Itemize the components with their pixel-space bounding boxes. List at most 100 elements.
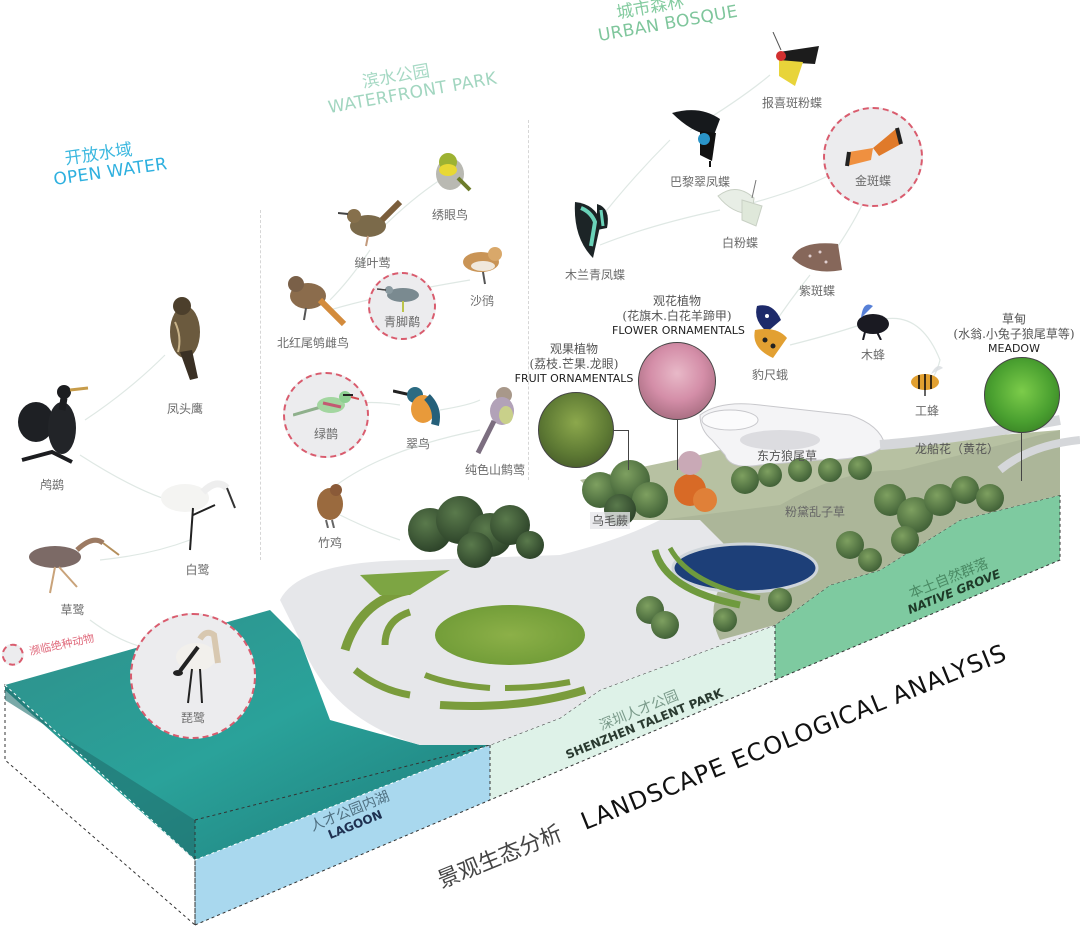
species-leopard-moth: 豹尺蛾: [740, 302, 800, 383]
meadow-leader-line: [1021, 433, 1022, 481]
meadow-photo: [984, 357, 1060, 433]
species-label: 工蜂: [914, 404, 939, 418]
cabbage-white-icon: [717, 179, 763, 227]
talent-park-side-face: [490, 625, 775, 800]
species-daurian-redstart: 北红尾鸲雌鸟: [268, 270, 358, 351]
species-label: 琵鹭: [180, 710, 205, 725]
plant-fruit-cn: 观果植物: [549, 342, 598, 356]
water-left-face: [4, 683, 196, 927]
plant-flower-cn: 观花植物: [652, 294, 701, 308]
species-label: 草鹭: [60, 603, 85, 617]
species-paris-peacock: 巴黎翠凤蝶: [655, 105, 745, 190]
species-label: 绣眼鸟: [431, 208, 468, 222]
species-label: 沙鸻: [469, 294, 494, 308]
paris-peacock-icon: [672, 110, 720, 167]
green-magpie-icon: [293, 390, 359, 416]
plain-tiger-icon: [845, 127, 903, 166]
species-label: 报喜斑粉蝶: [761, 96, 822, 110]
purple-heron-icon: [29, 537, 120, 594]
fruit-ornamentals-photo: [538, 392, 614, 468]
species-label: 缝叶莺: [354, 256, 391, 270]
map-label-yellow-ixora: 龙船花（黄花）: [915, 442, 1000, 456]
species-white-eye: 绣眼鸟: [420, 150, 480, 223]
lagoon-side-face: [195, 745, 490, 925]
endangered-legend-swatch-icon: [0, 641, 26, 668]
species-egret: 白鹭: [155, 470, 240, 578]
bamboo-partridge-icon: [317, 484, 343, 529]
species-label: 绿鹊: [313, 426, 338, 441]
crow-butterfly-icon: [792, 243, 842, 272]
plant-flower-detail: (花旗木.白花羊蹄甲): [622, 309, 732, 323]
jezebel-butterfly-icon: [772, 31, 819, 86]
crested-goshawk-icon: [170, 297, 200, 380]
species-greenshank-endangered: 青脚鹬: [368, 272, 436, 340]
map-label-pennisetum: 东方狼尾草: [757, 449, 818, 463]
tailorbird-icon: [337, 199, 402, 247]
zone-divider-1: [260, 210, 261, 560]
species-label: 金斑蝶: [854, 173, 891, 188]
species-label: 竹鸡: [317, 536, 342, 550]
plant-meadow-en: MEADOW: [988, 342, 1040, 355]
species-label: 青脚鹬: [383, 314, 420, 329]
egret-icon: [161, 480, 236, 551]
species-label: 紫斑蝶: [798, 284, 835, 298]
sand-plover-icon: [463, 247, 502, 285]
species-bamboo-partridge: 竹鸡: [305, 482, 355, 551]
honey-bee-icon: [911, 366, 943, 396]
plain-prinia-icon: [475, 387, 514, 455]
flower-leader-line: [677, 420, 678, 470]
tree-cluster-south: [636, 588, 792, 639]
species-green-magpie-endangered: 绿鹊: [283, 372, 369, 458]
plant-callout-fruit: 观果植物 (荔枝.芒果.龙眼) FRUIT ORNAMENTALS: [512, 342, 636, 386]
species-plain-prinia: 纯色山鹪莺: [455, 385, 535, 478]
fruit-leader-line-v: [628, 430, 629, 470]
fruit-leader-line: [614, 430, 628, 431]
species-label: 翠鸟: [405, 437, 430, 451]
species-label: 鸬鹚: [39, 478, 64, 492]
species-crested-goshawk: 凤头鹰: [150, 292, 220, 417]
map-label-bird-nest-fern: 乌毛蕨: [590, 512, 631, 529]
zone-divider-2: [528, 120, 529, 480]
tree-cluster-east: [836, 476, 1004, 572]
map-label-pink-muhly: 粉黛乱子草: [785, 505, 846, 519]
cormorant-icon: [18, 385, 89, 464]
species-plain-tiger-endangered: 金斑蝶: [823, 107, 923, 207]
spoonbill-icon: [173, 629, 221, 703]
species-tailorbird: 缝叶莺: [335, 198, 410, 271]
species-label: 木蜂: [860, 348, 885, 362]
species-label: 巴黎翠凤蝶: [669, 175, 730, 189]
species-honey-bee: 工蜂: [902, 362, 952, 419]
species-jezebel-butterfly: 报喜斑粉蝶: [752, 31, 832, 111]
species-spoonbill-endangered: 琵鹭: [130, 613, 256, 739]
leopard-moth-icon: [754, 305, 787, 358]
daurian-redstart-icon: [288, 276, 347, 327]
tailed-jay-icon: [574, 202, 608, 258]
greenshank-icon: [377, 285, 419, 312]
flower-ornamentals-photo: [638, 342, 716, 420]
plant-fruit-en: FRUIT ORNAMENTALS: [514, 372, 634, 385]
plant-fruit-detail: (荔枝.芒果.龙眼): [529, 357, 619, 371]
species-label: 白鹭: [185, 563, 210, 577]
species-cabbage-white: 白粉蝶: [700, 179, 780, 251]
white-eye-icon: [436, 153, 472, 192]
plant-meadow-cn: 草甸: [1001, 312, 1026, 326]
species-purple-heron: 草鹭: [25, 535, 120, 618]
carpenter-bee-icon: [857, 304, 889, 341]
species-sand-plover: 沙鸻: [452, 242, 512, 309]
plant-flower-en: FLOWER ORNAMENTALS: [612, 324, 745, 337]
species-label: 纯色山鹪莺: [464, 463, 525, 477]
species-label: 凤头鹰: [166, 402, 203, 416]
plant-meadow-detail: (水翁.小兔子狼尾草等): [953, 327, 1075, 341]
water-surface: [5, 610, 490, 860]
plant-callout-meadow: 草甸 (水翁.小兔子狼尾草等) MEADOW: [948, 312, 1080, 356]
species-label: 豹尺蛾: [751, 368, 788, 382]
species-tailed-jay: 木兰青凤蝶: [555, 198, 635, 283]
species-carpenter-bee: 木蜂: [848, 296, 898, 363]
tree-cluster-west: [408, 496, 544, 568]
species-label: 木兰青凤蝶: [564, 268, 625, 282]
species-crow-butterfly: 紫斑蝶: [782, 240, 852, 299]
species-cormorant: 鸬鹚: [12, 380, 92, 493]
kingfisher-icon: [392, 387, 440, 426]
